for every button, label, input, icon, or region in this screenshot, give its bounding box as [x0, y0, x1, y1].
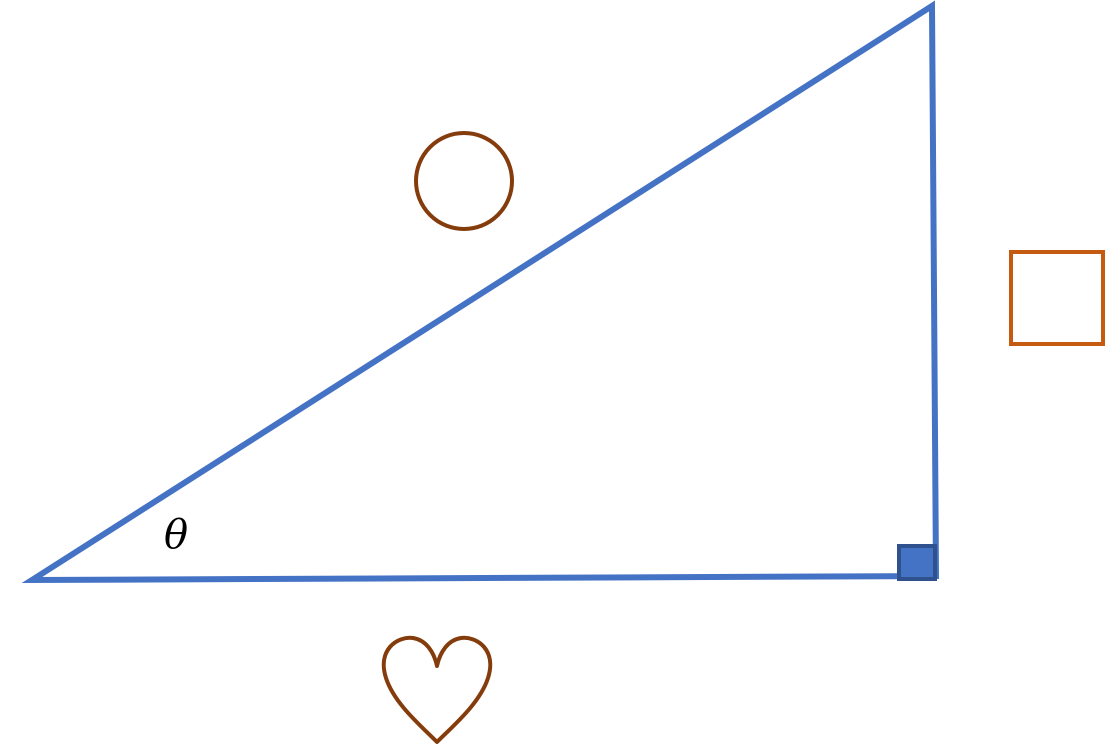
right-angle-marker: [897, 544, 937, 581]
heart-icon: [381, 635, 493, 744]
circle-icon: [414, 131, 514, 231]
right-triangle: [21, 0, 940, 584]
square-icon: [1009, 250, 1105, 346]
angle-theta-label: θ: [164, 512, 188, 558]
